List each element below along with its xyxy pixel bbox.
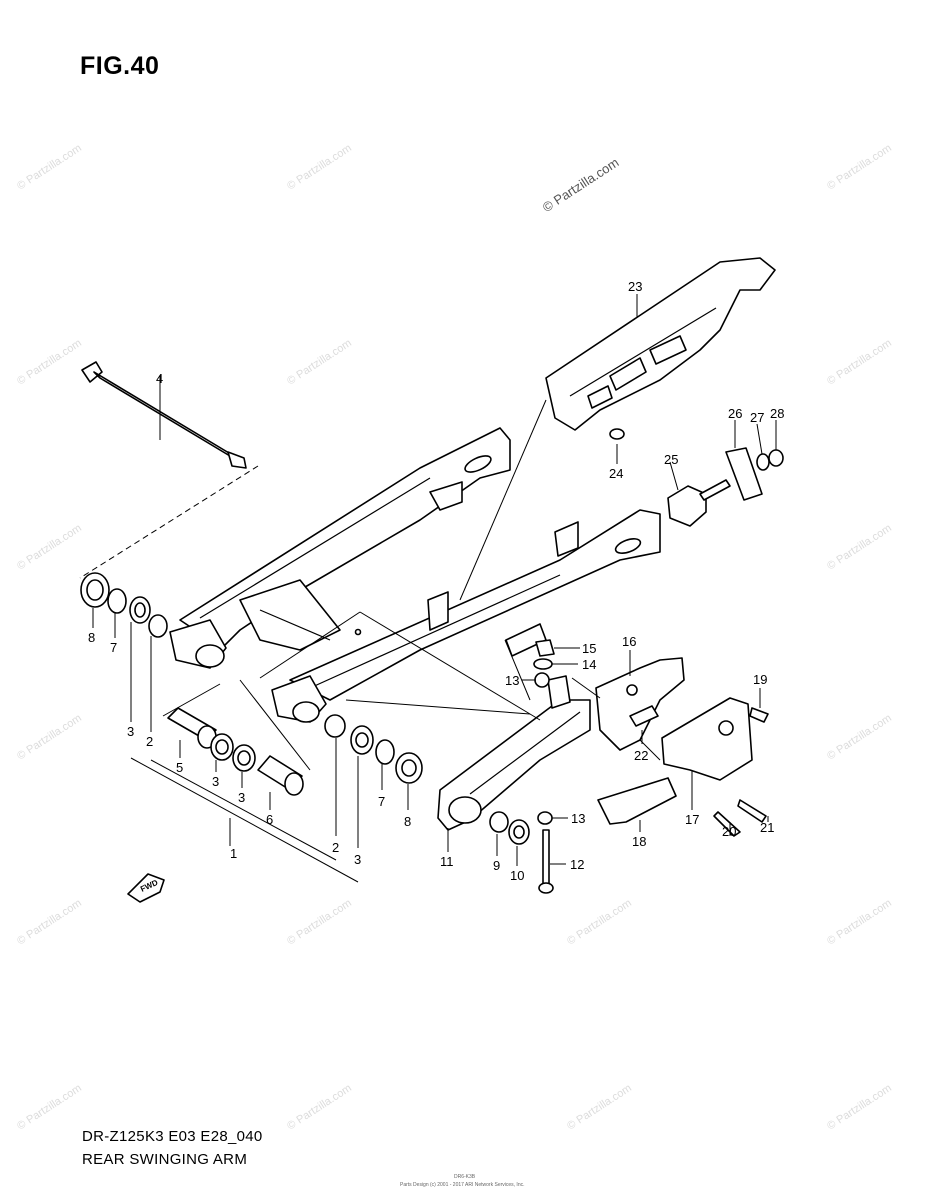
part-17-protector	[661, 697, 753, 781]
svg-text:© Partzilla.com: © Partzilla.com	[825, 897, 894, 947]
svg-text:© Partzilla.com: © Partzilla.com	[825, 337, 894, 387]
svg-text:© Partzilla.com: © Partzilla.com	[825, 712, 894, 762]
svg-text:© Partzilla.com: © Partzilla.com	[15, 142, 84, 192]
callout-1: 1	[230, 846, 237, 861]
part-4-pivot-bolt	[81, 361, 247, 469]
callout-8-right: 8	[404, 814, 411, 829]
callout-3-right: 3	[354, 852, 361, 867]
part-14-washer	[533, 658, 553, 670]
callout-22: 22	[634, 748, 648, 763]
diagram-name: REAR SWINGING ARM	[82, 1151, 248, 1168]
svg-text:© Partzilla.com: © Partzilla.com	[285, 142, 354, 192]
callout-3-a: 3	[212, 774, 219, 789]
callout-27: 27	[750, 410, 764, 425]
part-12-bolt	[538, 829, 554, 894]
svg-text:© Partzilla.com: © Partzilla.com	[825, 1082, 894, 1132]
callout-17: 17	[685, 812, 699, 827]
part-13-collar-lower	[537, 811, 553, 825]
callout-13-lower: 13	[571, 811, 585, 826]
callout-14: 14	[582, 657, 596, 672]
part-15-nut	[535, 639, 555, 657]
svg-text:© Partzilla.com: © Partzilla.com	[285, 897, 354, 947]
part-28-nut	[768, 449, 784, 467]
part-3-bearing-b	[232, 744, 256, 772]
callout-24: 24	[609, 466, 623, 481]
figure-title: FIG.40	[80, 52, 160, 80]
part-3-bearing-left	[129, 596, 151, 624]
callout-28: 28	[770, 406, 784, 421]
svg-text:© Partzilla.com: © Partzilla.com	[565, 897, 634, 947]
part-26-plate	[725, 447, 763, 501]
svg-text:© Partzilla.com: © Partzilla.com	[15, 712, 84, 762]
part-20-bolt	[713, 811, 741, 837]
alignment-lines	[79, 399, 661, 771]
svg-text:© Partzilla.com: © Partzilla.com	[825, 142, 894, 192]
callout-labels: 1 2 2 3 3 3 3 4 5 6 7 7 8 8 9 10 11 12 1…	[88, 279, 784, 883]
callout-21: 21	[760, 820, 774, 835]
part-7-washer-right	[375, 739, 395, 765]
part-9-washer	[489, 811, 509, 833]
svg-text:© Partzilla.com: © Partzilla.com	[285, 337, 354, 387]
callout-8-left: 8	[88, 630, 95, 645]
part-1-swingarm	[169, 427, 661, 723]
svg-text:© Partzilla.com: © Partzilla.com	[15, 897, 84, 947]
part-13-collar-upper	[534, 672, 550, 688]
callout-9: 9	[493, 858, 500, 873]
callout-4: 4	[156, 371, 163, 386]
callout-3-left: 3	[127, 724, 134, 739]
callout-16: 16	[622, 634, 636, 649]
callout-18: 18	[632, 834, 646, 849]
part-3-bearing-right	[350, 725, 374, 755]
part-21-bolt	[737, 799, 767, 823]
part-6-spacer	[257, 755, 304, 796]
part-27-washer	[756, 453, 770, 471]
callout-7-right: 7	[378, 794, 385, 809]
footer-code: DR6-K3B	[454, 1174, 476, 1180]
part-2-spacer-left	[148, 614, 168, 638]
callout-3-b: 3	[238, 790, 245, 805]
part-18-chain-guide	[597, 777, 677, 825]
callout-11: 11	[440, 854, 454, 869]
callout-2-left: 2	[146, 734, 153, 749]
leader-lines	[92, 294, 777, 883]
svg-text:© Partzilla.com: © Partzilla.com	[565, 1082, 634, 1132]
part-2-spacer-right	[324, 714, 346, 738]
watermark-grid: © Partzilla.com © Partzilla.com © Partzi…	[15, 142, 894, 1132]
part-16-bracket	[595, 657, 685, 751]
callout-6: 6	[266, 812, 273, 827]
part-8-dust-seal-left	[80, 572, 110, 608]
part-10-collar	[508, 819, 530, 845]
callout-15: 15	[582, 641, 596, 656]
footer-copyright: Parts Design (c) 2001 - 2017 ARI Network…	[400, 1182, 525, 1188]
part-11-chain-buffer	[437, 675, 591, 831]
part-7-washer-left	[107, 588, 127, 614]
callout-5: 5	[176, 760, 183, 775]
part-8-dust-seal-right	[395, 752, 423, 784]
callout-13-upper: 13	[505, 673, 519, 688]
part-24-screw	[609, 428, 625, 440]
callout-25: 25	[664, 452, 678, 467]
svg-text:© Partzilla.com: © Partzilla.com	[285, 1082, 354, 1132]
part-23-chain-case	[545, 257, 776, 431]
part-19-bolt	[749, 707, 769, 723]
callout-2-right: 2	[332, 840, 339, 855]
callout-26: 26	[728, 406, 742, 421]
svg-text:© Partzilla.com: © Partzilla.com	[15, 522, 84, 572]
callout-7-left: 7	[110, 640, 117, 655]
part-5-spacer	[167, 707, 217, 749]
callout-23: 23	[628, 279, 642, 294]
callout-10: 10	[510, 868, 524, 883]
fwd-arrow-icon: FWD	[127, 873, 165, 903]
part-25-chain-adjuster	[667, 479, 731, 527]
svg-text:© Partzilla.com: © Partzilla.com	[15, 1082, 84, 1132]
part-22-collar	[629, 705, 659, 727]
svg-text:© Partzilla.com: © Partzilla.com	[825, 522, 894, 572]
svg-text:© Partzilla.com: © Partzilla.com	[15, 337, 84, 387]
callout-19: 19	[753, 672, 767, 687]
model-code: DR-Z125K3 E03 E28_040	[82, 1128, 263, 1145]
callout-12: 12	[570, 857, 584, 872]
callout-20: 20	[722, 824, 736, 839]
part-3-bearing-a	[210, 733, 234, 761]
